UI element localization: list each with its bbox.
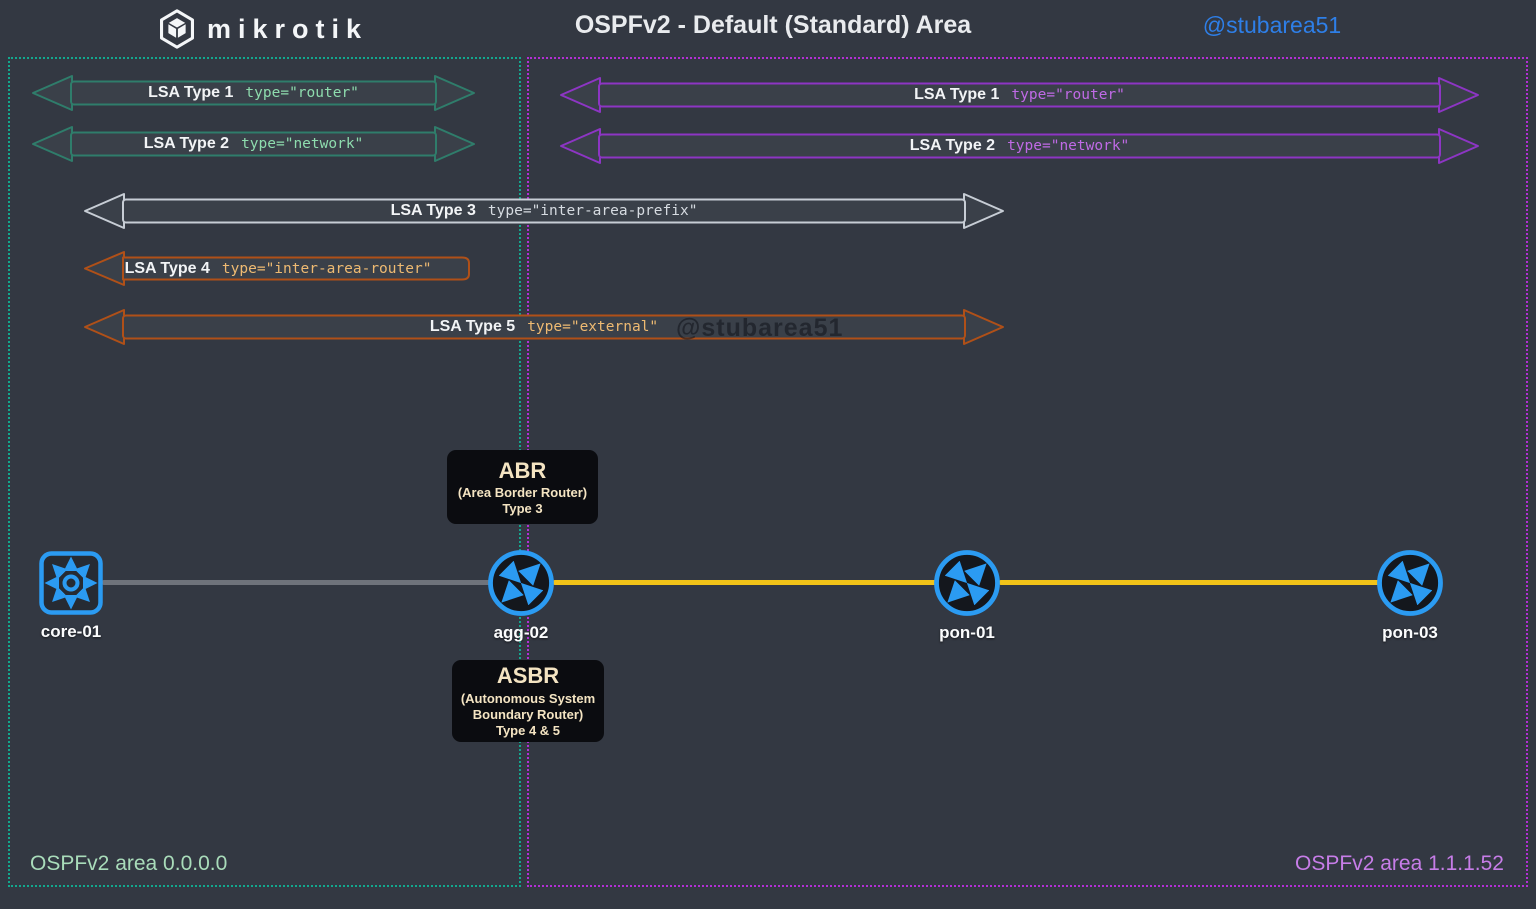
lsa-arrow-type5: LSA Type 5 type="external"	[82, 308, 1006, 346]
lsa-label: LSA Type 3	[390, 202, 476, 219]
background-watermark: @stubarea51	[676, 314, 844, 342]
abr-callout: ABR (Area Border Router) Type 3	[447, 450, 598, 524]
ospf-area-0-label: OSPFv2 area 0.0.0.0	[30, 852, 228, 875]
router-pon-01: pon-01	[897, 549, 1037, 643]
ospf-area-0-box: OSPFv2 area 0.0.0.0	[8, 57, 521, 887]
router-icon	[1377, 550, 1443, 616]
link-pon01-pon03	[999, 580, 1381, 585]
lsa-code: type="network"	[1007, 138, 1130, 154]
asbr-line: (Autonomous System	[460, 690, 596, 706]
lsa-code: type="external"	[527, 319, 659, 335]
asbr-line: Type 4 & 5	[495, 723, 561, 739]
brand-wordmark: mikrotik	[207, 13, 369, 44]
link-agg02-pon01	[553, 580, 937, 585]
abr-line: Type 3	[502, 501, 543, 517]
router-label: pon-01	[939, 623, 995, 642]
lsa-arrow-right-type2: LSA Type 2 type="network"	[558, 127, 1481, 165]
lsa-code: type="network"	[241, 136, 364, 152]
lsa-label: LSA Type 5	[429, 318, 516, 335]
link-core01-agg02	[102, 580, 492, 585]
lsa-label: LSA Type 2	[909, 137, 996, 154]
router-agg-02: agg-02	[451, 549, 591, 643]
left-arrow-shape	[84, 251, 470, 286]
lsa-arrow-type3: LSA Type 3 type="inter-area-prefix"	[82, 192, 1006, 230]
double-arrow-shape	[32, 75, 475, 111]
router-icon	[934, 550, 1000, 616]
abr-title: ABR	[498, 457, 547, 483]
double-arrow-shape	[32, 126, 475, 162]
router-icon	[488, 550, 554, 616]
lsa-code: type="inter-area-router"	[221, 260, 432, 277]
double-arrow-shape	[560, 128, 1479, 164]
lsa-arrow-right-type1: LSA Type 1 type="router"	[558, 76, 1481, 114]
brand-logo: mikrotik	[158, 9, 368, 49]
lsa-arrow-type4: LSA Type 4 type="inter-area-router"	[82, 250, 474, 287]
router-label: agg-02	[493, 623, 549, 642]
lsa-label: LSA Type 2	[143, 135, 230, 152]
lsa-label: LSA Type 1	[914, 86, 1000, 103]
double-arrow-shape	[560, 77, 1479, 113]
lsa-label: LSA Type 1	[148, 84, 234, 101]
double-arrow-shape	[84, 309, 1004, 345]
lsa-arrow-left-type1: LSA Type 1 type="router"	[30, 74, 477, 112]
ospf-area-1-label: OSPFv2 area 1.1.1.52	[1295, 852, 1504, 875]
router-pon-03: pon-03	[1340, 549, 1480, 643]
page-title: OSPFv2 - Default (Standard) Area	[574, 11, 972, 39]
lsa-code: type="router"	[245, 85, 359, 101]
lsa-code: type="router"	[1011, 87, 1125, 103]
mikrotik-logo-icon	[160, 9, 194, 49]
asbr-title: ASBR	[496, 663, 560, 689]
router-core-01: core-01	[1, 550, 141, 642]
ospf-area-1-box: OSPFv2 area 1.1.1.52	[527, 57, 1528, 887]
abr-line: (Area Border Router)	[457, 485, 588, 500]
double-arrow-shape	[84, 193, 1004, 229]
router-label: core-01	[40, 622, 102, 641]
asbr-callout: ASBR (Autonomous System Boundary Router)…	[452, 660, 604, 742]
author-handle: @stubarea51	[1202, 12, 1342, 38]
lsa-label: LSA Type 4	[124, 259, 210, 277]
router-label: pon-03	[1382, 623, 1438, 642]
lsa-arrow-left-type2: LSA Type 2 type="network"	[30, 125, 477, 163]
lsa-code: type="inter-area-prefix"	[487, 203, 698, 219]
multilayer-switch-icon	[39, 551, 103, 615]
asbr-line: Boundary Router)	[472, 707, 584, 723]
